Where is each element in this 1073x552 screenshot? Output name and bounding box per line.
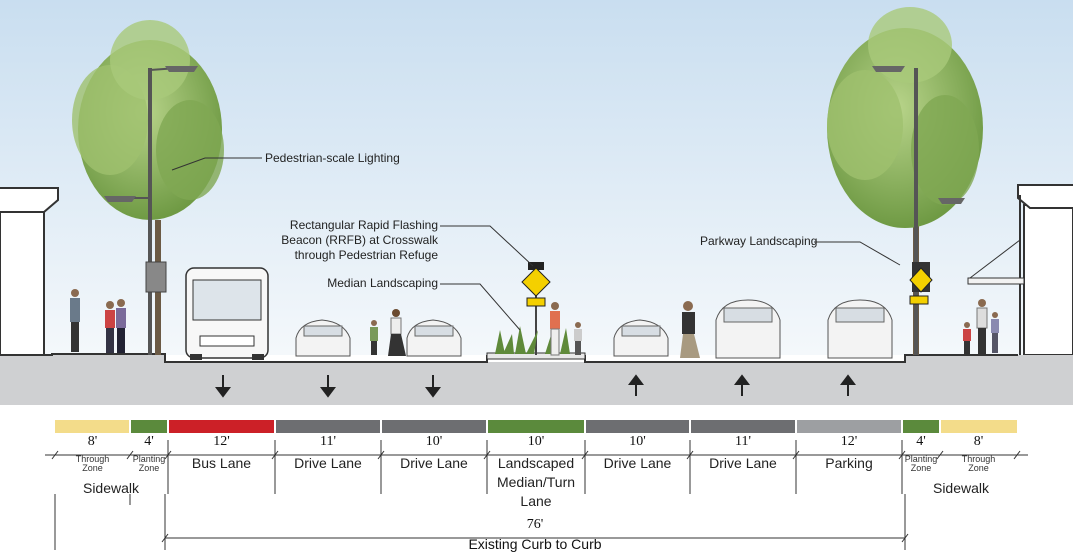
dim-tick-12: [1013, 450, 1021, 460]
rrfb-callout: Rectangular Rapid Flashing Beacon (RRFB)…: [248, 218, 438, 263]
suv-2: [827, 299, 893, 359]
segment-width-4: 11': [319, 434, 336, 449]
parkway-callout: Parkway Landscaping: [700, 234, 818, 248]
segment-width-11: 8': [973, 434, 984, 449]
segment-name-8: Drive Lane: [709, 455, 777, 471]
segment-color-11: [941, 420, 1017, 433]
segment-color-5: [382, 420, 486, 433]
segment-name-4: Drive Lane: [294, 455, 362, 471]
segment-width-2: 4': [144, 434, 154, 449]
segment-width-5: 10': [425, 434, 443, 449]
segment-width-8: 11': [734, 434, 751, 449]
right-tree: [827, 7, 983, 355]
bus: [185, 267, 269, 360]
total-dimension: 76': [526, 517, 544, 532]
left-light-pole: [104, 66, 198, 355]
median-callout: Median Landscaping: [327, 276, 438, 290]
pedestrians: [70, 289, 999, 358]
segment-color-7: [586, 420, 689, 433]
pavement: [0, 355, 1073, 405]
suv-1: [715, 299, 781, 359]
segment-color-4: [276, 420, 380, 433]
car-1: [295, 319, 351, 357]
car-2: [406, 319, 462, 357]
car-3: [613, 319, 669, 357]
left-building: [0, 187, 59, 356]
sidewalk-label-right: Sidewalk: [932, 480, 990, 496]
callout-leaders: [171, 157, 901, 331]
lighting-callout: Pedestrian-scale Lighting: [265, 151, 400, 165]
dimension-lines: [45, 440, 1028, 550]
segment-width-9: 12': [840, 434, 858, 449]
segment-color-9: [797, 420, 901, 433]
segment-name-9: Parking: [825, 455, 873, 471]
segment-bar: [55, 420, 1017, 433]
segment-color-1: [55, 420, 129, 433]
segment-color-8: [691, 420, 795, 433]
segment-color-3: [169, 420, 274, 433]
segment-color-2: [131, 420, 167, 433]
direction-arrows: [215, 374, 856, 398]
rrfb-callout-line1: Rectangular Rapid Flashing: [289, 218, 438, 232]
dim-tick-1: [51, 450, 59, 460]
left-tree: [72, 20, 224, 355]
total-dimension-label: Existing Curb to Curb: [468, 536, 602, 552]
segment-width-6: 10': [527, 434, 545, 449]
segment-width-3: 12': [213, 434, 230, 449]
segment-width-7: 10': [629, 434, 646, 449]
segment-width-10: 4': [916, 434, 926, 449]
sidewalk-label-left: Sidewalk: [82, 480, 140, 496]
segment-name-5: Drive Lane: [400, 455, 468, 471]
rrfb-callout-line2: Beacon (RRFB) at Crosswalk: [281, 233, 438, 247]
dim-tick-2: [126, 450, 134, 460]
segment-color-10: [903, 420, 939, 433]
segment-width-1: 8': [87, 434, 98, 449]
segment-name-6: Landscaped Median/Turn Lane: [496, 455, 576, 509]
segment-name-3: Bus Lane: [191, 455, 252, 471]
segment-name-7: Drive Lane: [603, 455, 672, 471]
dim-tick-11: [936, 450, 944, 460]
rrfb-callout-line3: through Pedestrian Refuge: [294, 248, 438, 262]
right-light-pole: [872, 66, 965, 355]
segment-color-6: [488, 420, 584, 433]
